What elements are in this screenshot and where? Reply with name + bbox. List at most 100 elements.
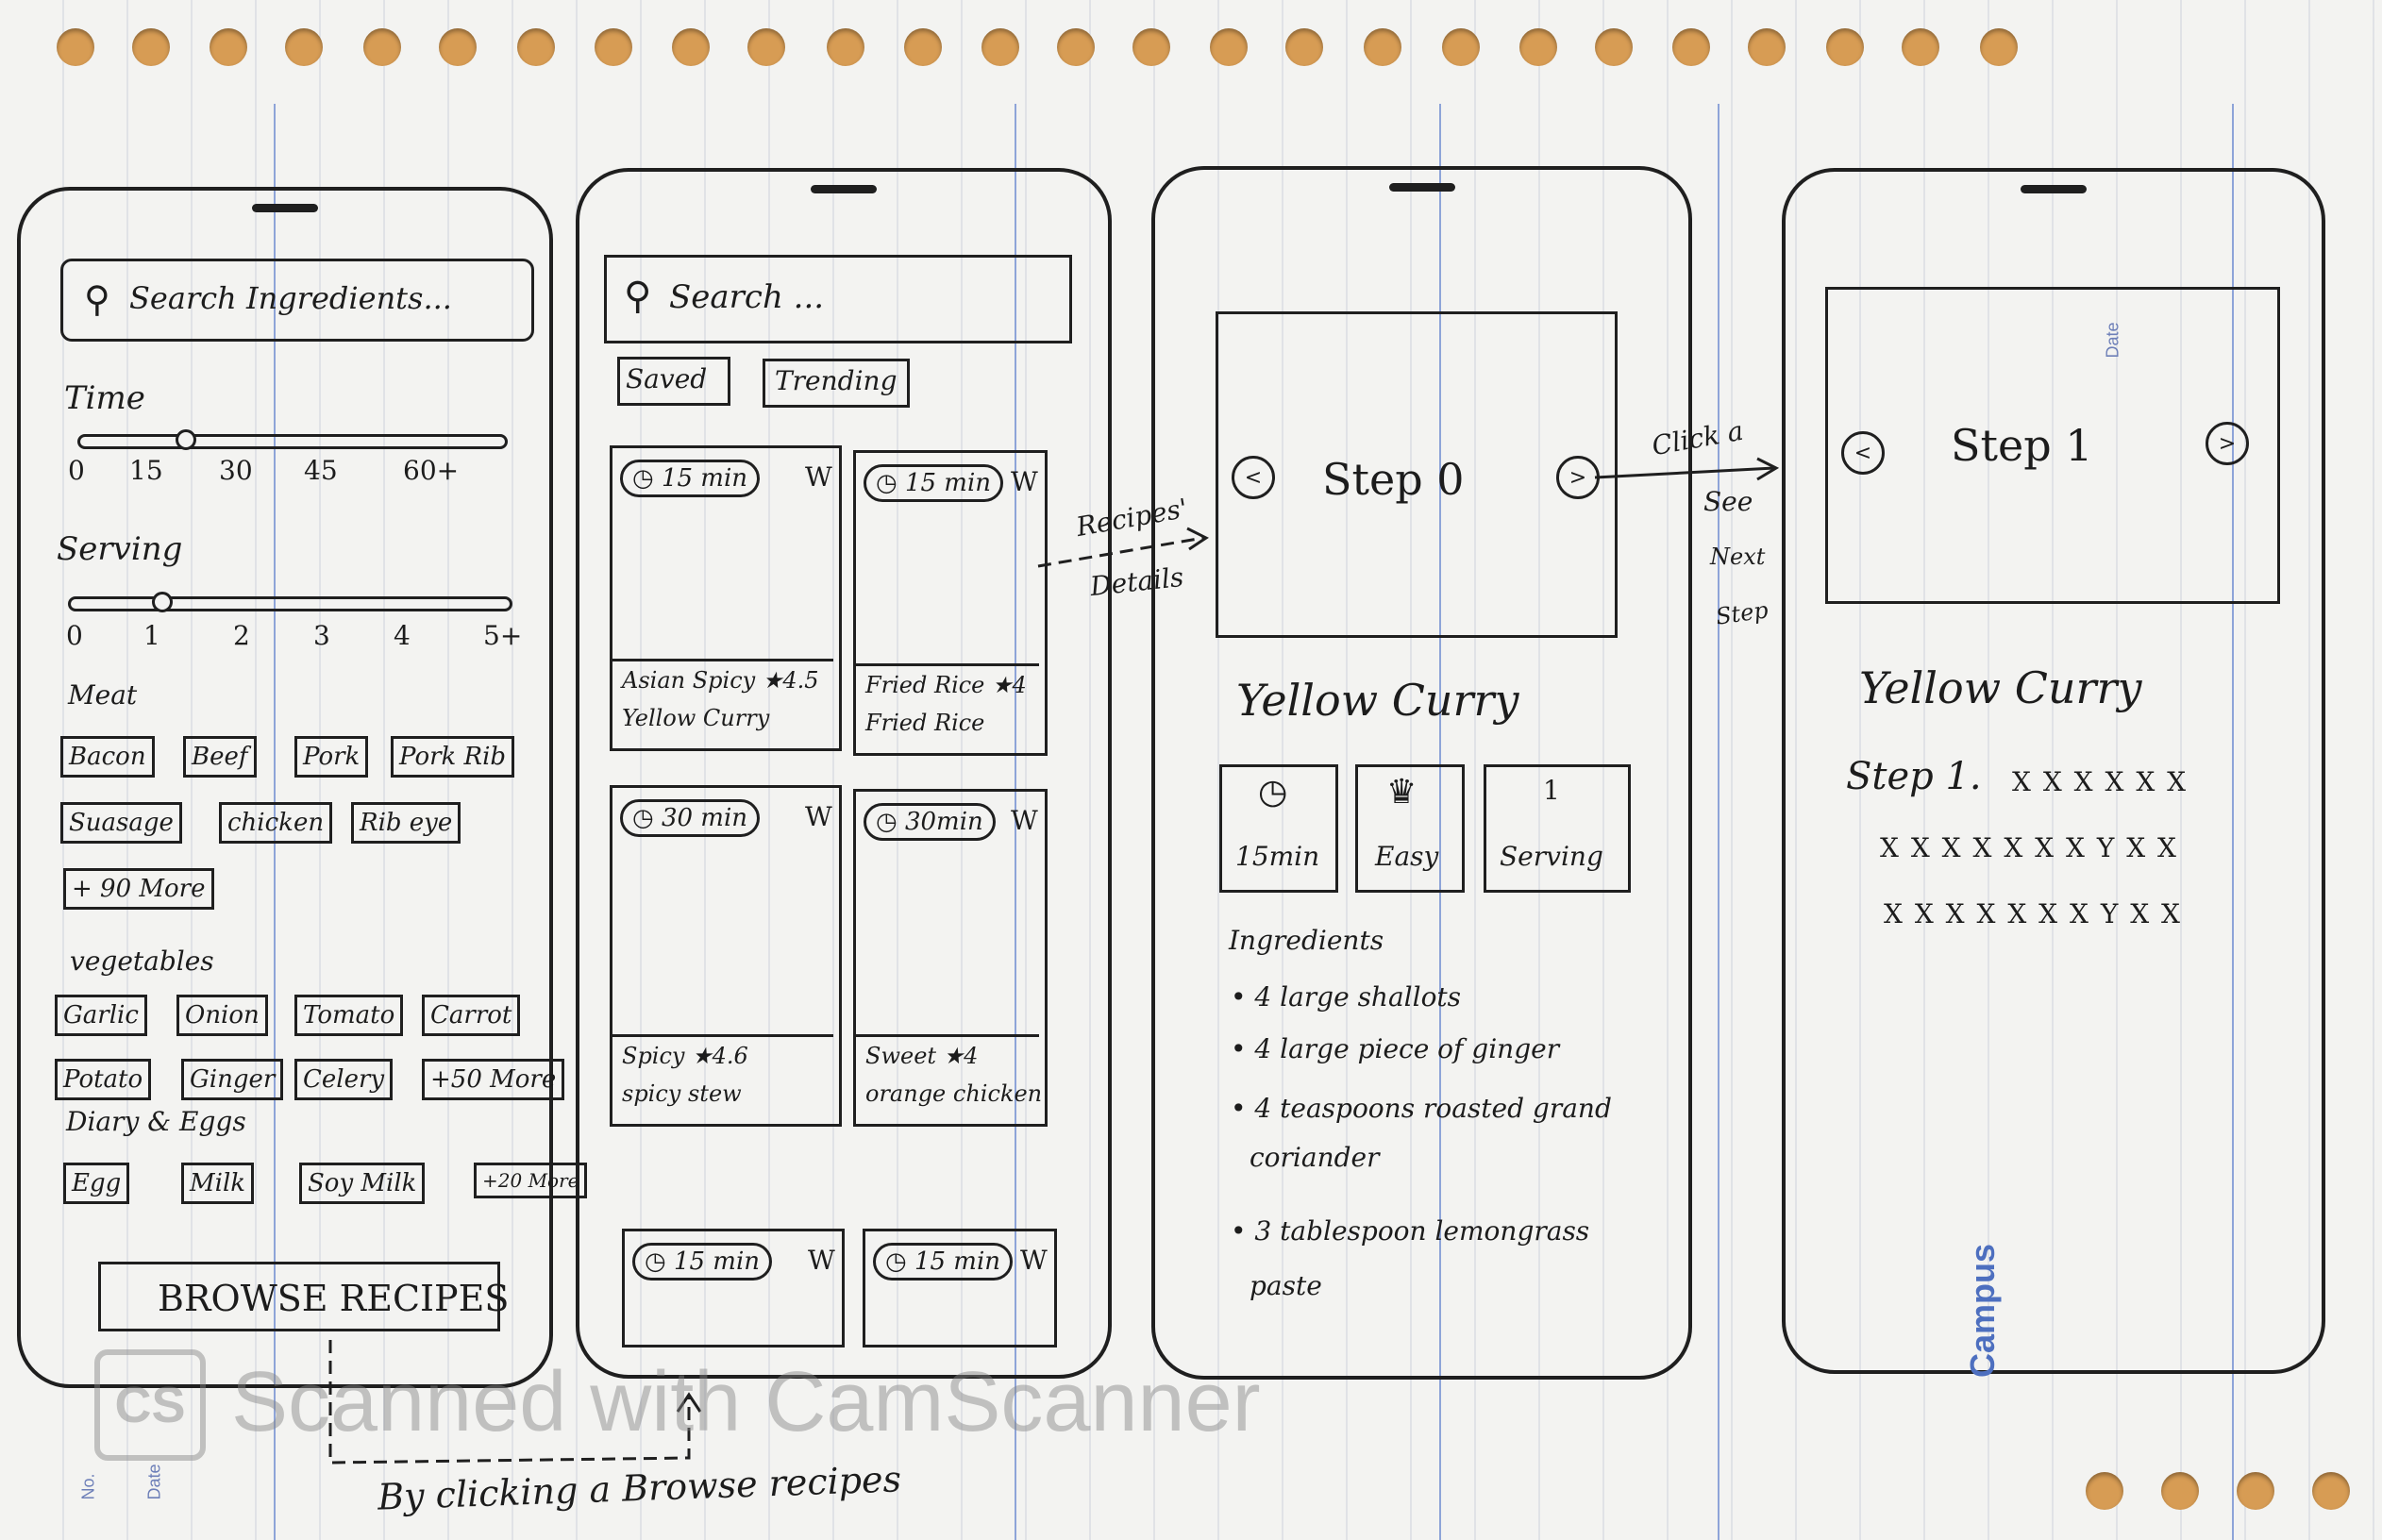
search-input[interactable]: ⚲ Search Ingredients... [60, 259, 534, 342]
prev-step-button[interactable]: < [1841, 431, 1885, 475]
info-time: ◷ 15min [1219, 764, 1338, 893]
time-tick: 0 [68, 455, 85, 486]
recipe-title: Yellow Curry [1236, 675, 1519, 726]
time-slider-handle[interactable] [175, 429, 196, 450]
crown-icon: ♛ [1386, 773, 1417, 812]
info-serving: 1 Serving [1484, 764, 1631, 893]
notebook-brand: Campus [1963, 1243, 2002, 1378]
step-media-frame: < Step 0 > [1216, 311, 1618, 638]
card-caption-divider [856, 663, 1039, 666]
vegetable-tag[interactable]: Tomato [294, 995, 404, 1036]
binder-hole [1902, 28, 1939, 66]
search-placeholder: Search Ingredients... [129, 280, 452, 316]
ingredient-text: 4 large shallots [1254, 981, 1462, 1013]
cooking-time: 15 min [661, 464, 748, 493]
ingredients-heading: Ingredients [1229, 925, 1384, 956]
bookmark-icon[interactable]: W [1011, 466, 1038, 497]
date-mark: Date [2103, 322, 2122, 359]
binder-hole [1132, 28, 1170, 66]
bookmark-icon[interactable]: W [1011, 805, 1038, 836]
binder-hole [2161, 1472, 2199, 1510]
recipe-title: Yellow Curry [1859, 662, 2142, 713]
vegetable-tag[interactable]: Potato [55, 1059, 152, 1100]
ingredient-text: 4 large piece of ginger [1254, 1033, 1560, 1064]
binder-hole [2312, 1472, 2350, 1510]
bookmark-icon[interactable]: W [808, 1245, 835, 1276]
meat-tag[interactable]: Suasage [60, 802, 182, 844]
ingredient-text: coriander [1250, 1142, 1380, 1173]
vegetable-tag[interactable]: +50 More [422, 1059, 565, 1100]
step-line: X X X X X X X Y X X [1884, 898, 2182, 929]
binder-hole [672, 28, 710, 66]
binder-hole [1442, 28, 1480, 66]
card-caption-divider [856, 1034, 1039, 1037]
meat-tag[interactable]: Pork [294, 736, 369, 778]
clock-icon: ◷ [632, 804, 662, 832]
meat-tag[interactable]: + 90 More [63, 868, 214, 910]
meat-tag[interactable]: Rib eye [351, 802, 461, 844]
browse-recipes-button[interactable]: BROWSE RECIPES [98, 1262, 509, 1331]
next-step-button[interactable]: > [2206, 422, 2249, 465]
browse-recipes-label: BROWSE RECIPES [158, 1278, 510, 1319]
annotation-next: Next [1710, 544, 1766, 570]
tab-saved[interactable]: Saved [617, 357, 730, 406]
vegetable-tag[interactable]: Onion [176, 995, 268, 1036]
bookmark-icon[interactable]: W [805, 461, 832, 493]
meat-tag[interactable]: Beef [183, 736, 257, 778]
vegetable-tag[interactable]: Carrot [422, 995, 521, 1036]
cooking-time-badge: ◷ 30 min [620, 799, 761, 837]
dairy-tag[interactable]: Milk [181, 1163, 255, 1204]
prev-step-button[interactable]: < [1232, 456, 1275, 499]
binder-hole [439, 28, 477, 66]
dairy-tag[interactable]: +20 More [474, 1163, 588, 1198]
bullet: • [1231, 1033, 1255, 1064]
cooking-time-badge: ◷ 15 min [864, 464, 1004, 502]
ingredient-item: • 3 tablespoon lemongrass [1231, 1215, 1589, 1247]
vegetable-tag[interactable]: Garlic [55, 995, 147, 1036]
bookmark-icon[interactable]: W [805, 801, 832, 832]
bullet: • [1231, 981, 1255, 1013]
search-placeholder: Search ... [669, 278, 825, 316]
info-difficulty-label: Easy [1375, 841, 1439, 872]
annotation-see: See [1703, 486, 1753, 517]
serving-slider-handle[interactable] [152, 592, 173, 612]
binder-hole [285, 28, 323, 66]
serving-tick: 2 [233, 620, 250, 651]
card-caption-divider [612, 659, 833, 661]
next-step-button[interactable]: > [1556, 456, 1600, 499]
clock-icon: ◷ [1258, 773, 1288, 812]
serving-tick: 1 [143, 620, 160, 651]
info-time-label: 15min [1235, 841, 1320, 872]
dairy-tag[interactable]: Soy Milk [299, 1163, 426, 1204]
clock-icon: ◷ [645, 1247, 674, 1276]
meat-tag[interactable]: Pork Rib [391, 736, 515, 778]
clock-icon: ◷ [876, 808, 905, 836]
meat-tag[interactable]: Bacon [60, 736, 155, 778]
cooking-time-badge: ◷ 30min [864, 803, 996, 841]
vegetable-tag[interactable]: Celery [294, 1059, 394, 1100]
dairy-tag[interactable]: Egg [63, 1163, 130, 1204]
ingredient-text: 3 tablespoon lemongrass [1254, 1215, 1590, 1247]
serving-tick: 0 [66, 620, 83, 651]
card-title: orange chicken [865, 1080, 1043, 1107]
tab-trending[interactable]: Trending [763, 359, 910, 408]
step-heading: Step 1. [1846, 755, 1982, 798]
serving-slider[interactable] [68, 596, 512, 611]
time-slider[interactable] [77, 434, 508, 449]
bookmark-icon[interactable]: W [1020, 1245, 1048, 1276]
ingredient-item: paste [1250, 1270, 1322, 1301]
search-input[interactable]: ⚲ Search ... [604, 255, 1072, 343]
vegetable-tag[interactable]: Ginger [181, 1059, 284, 1100]
no-mark: No. [78, 1473, 98, 1500]
binder-hole [1595, 28, 1633, 66]
meat-tag[interactable]: chicken [219, 802, 333, 844]
margin-line [274, 104, 276, 1540]
vegetables-label: vegetables [70, 946, 214, 977]
